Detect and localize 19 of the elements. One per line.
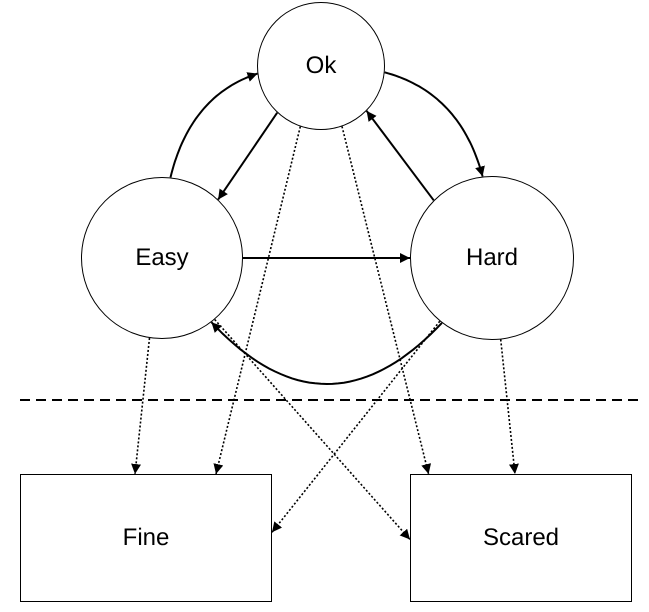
dotted-arrow [214,318,411,540]
arrow [384,71,485,177]
node-label: Easy [135,244,189,272]
arrow [366,110,434,201]
node-label: Ok [306,52,336,80]
arrow [217,112,278,200]
outcome-box [410,474,632,602]
arrow [210,322,443,385]
dotted-arrow [214,126,302,474]
dotted-arrow [131,338,150,474]
arrow [243,253,410,263]
dotted-arrow [271,320,440,533]
arrow [170,72,258,178]
dotted-arrow [341,126,432,474]
outcome-box [20,474,272,602]
node-label: Fine [122,524,170,552]
dotted-arrow [500,339,519,474]
node-label: Hard [466,244,518,272]
node-label: Scared [482,524,560,552]
